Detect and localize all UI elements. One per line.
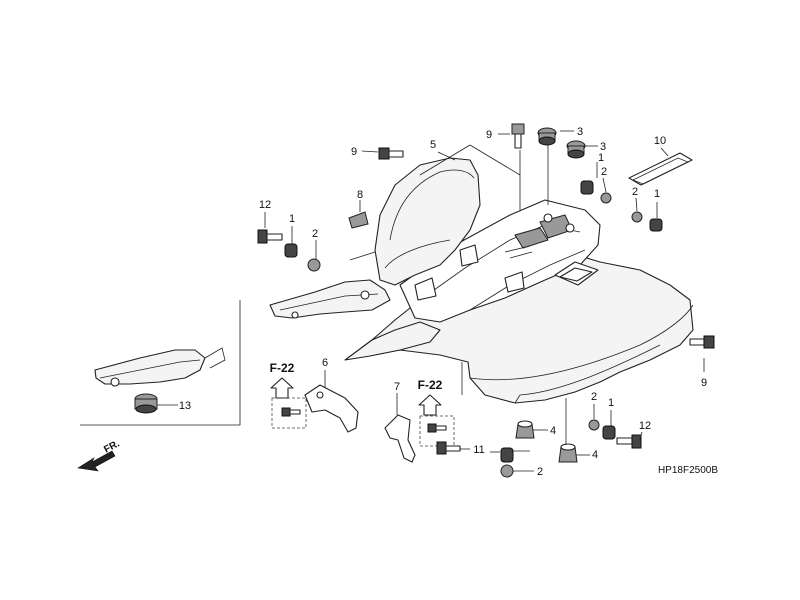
callout-c8: 2: [591, 391, 597, 403]
small-parts: [257, 123, 715, 478]
collar-1-bottom: [500, 447, 514, 463]
bracket-6: [304, 384, 359, 433]
callout-c25: 13: [179, 400, 191, 412]
nut-2-bottom: [500, 464, 514, 478]
bolt-9-left: [378, 147, 404, 160]
rear-fender: [269, 157, 694, 404]
grommet-3-b: [566, 140, 586, 159]
callout-c14: 5: [430, 139, 436, 151]
bolt-12-right: [616, 434, 642, 449]
callout-c6: 2: [601, 166, 607, 178]
collar-1-left: [284, 243, 298, 258]
grommet-3-a: [537, 127, 557, 146]
bracket-7: [384, 414, 416, 463]
callout-c19: 9: [351, 146, 357, 158]
callout-c22: 11: [473, 444, 484, 456]
callout-c9: 2: [537, 466, 543, 478]
collar-1-right: [649, 218, 663, 232]
callout-labels: 1 1 1 1 2 2 2 2 2 3 3 4 4 5 6 7 8 9 9 9 …: [179, 126, 707, 478]
ref-label-left: F-22: [270, 361, 295, 375]
nut-2-top-right: [600, 192, 612, 204]
nut-2-bottom-right: [588, 419, 600, 431]
callout-c2: 1: [598, 152, 604, 164]
callout-c1: 1: [289, 213, 295, 225]
strap-10: [628, 152, 693, 186]
callout-c3: 1: [654, 188, 660, 200]
callout-c13: 4: [592, 449, 598, 461]
screw-6-ref: [271, 397, 307, 429]
nut-2-left: [307, 258, 321, 272]
front-arrow: FR.: [77, 438, 122, 472]
callout-c11: 3: [600, 141, 606, 153]
callout-c24: 12: [639, 420, 651, 432]
callout-c4: 1: [608, 397, 614, 409]
diagram-code: HP18F2500B: [658, 465, 718, 476]
callout-c20: 9: [701, 377, 707, 389]
callout-c17: 8: [357, 189, 363, 201]
ref-label-right: F-22: [418, 378, 443, 392]
collar-1-top-right: [580, 180, 594, 195]
ref-arrow-right: [418, 394, 442, 416]
nut-2-right: [631, 211, 643, 223]
grommet-13: [134, 393, 158, 414]
callout-c18: 9: [486, 129, 492, 141]
callout-c16: 7: [394, 381, 400, 393]
bolt-11: [436, 441, 461, 455]
collar-1-bottom-right: [602, 425, 616, 440]
callout-c15: 6: [322, 357, 328, 369]
leader-lines: [157, 130, 705, 472]
callout-c7: 2: [632, 186, 638, 198]
clip-8: [348, 211, 369, 229]
bolt-9-top: [511, 123, 525, 149]
callout-c12: 4: [550, 425, 556, 437]
callout-c5: 2: [312, 228, 318, 240]
callout-c10: 3: [577, 126, 583, 138]
bolt-9-right: [689, 335, 715, 349]
grommet-4-left: [515, 420, 535, 439]
inset-view: [80, 300, 241, 426]
grommet-4-right: [558, 443, 578, 463]
bolt-12-left: [257, 229, 283, 244]
callout-c21: 10: [654, 135, 666, 147]
ref-arrow-left: [270, 377, 294, 399]
callout-c23: 12: [259, 199, 271, 211]
front-label: FR.: [102, 438, 122, 455]
